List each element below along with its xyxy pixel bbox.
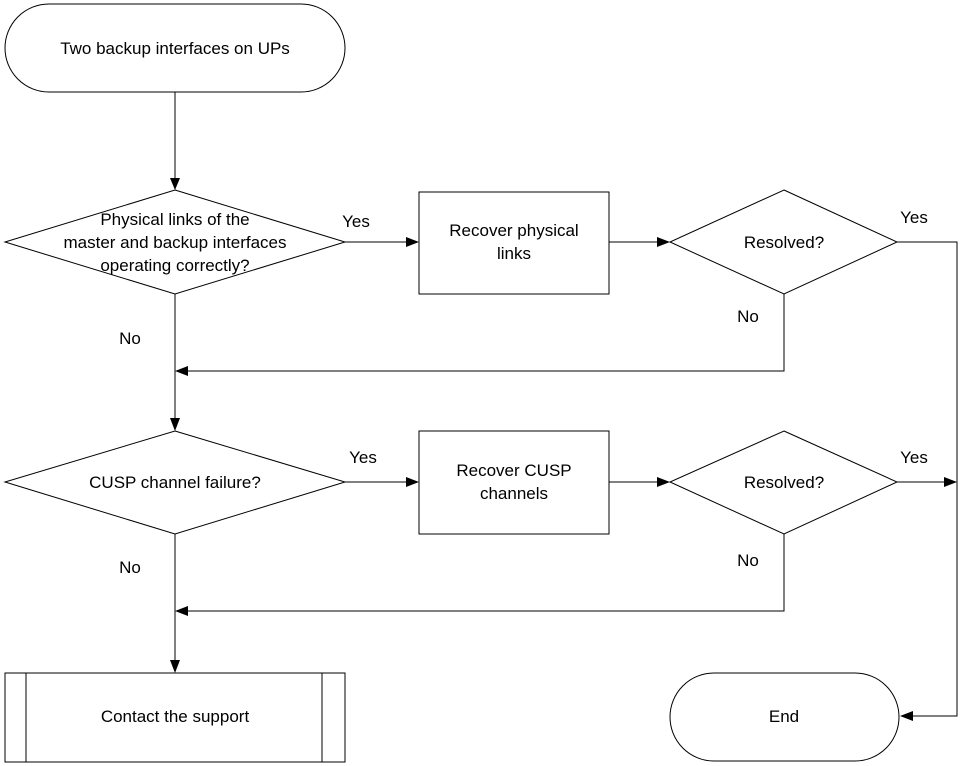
arrowhead	[170, 178, 180, 190]
arrowhead	[657, 237, 670, 247]
end-label: End	[769, 707, 799, 726]
arrowhead	[406, 237, 419, 247]
arrowhead	[170, 418, 180, 431]
decision-physical-line-1: Physical links of the	[100, 210, 249, 229]
cusp-yes-label: Yes	[349, 448, 377, 467]
resolved2-yes-label: Yes	[900, 448, 928, 467]
arrowhead	[900, 711, 913, 721]
decision-physical-links: Physical links of the master and backup …	[3, 189, 347, 295]
end-terminator: End	[669, 672, 900, 762]
decision-cusp-channel-failure: CUSP channel failure?	[3, 430, 347, 535]
process-recover-cusp-channels: Recover CUSP channels	[418, 430, 610, 535]
resolved2-no-label: No	[737, 551, 759, 570]
recover-cusp-line-2: channels	[480, 484, 548, 503]
arrowhead	[944, 477, 957, 487]
arrowhead	[170, 660, 180, 673]
contact-support-label: Contact the support	[101, 707, 250, 726]
physical-no-label: No	[119, 329, 141, 348]
process-recover-physical-links: Recover physical links	[418, 191, 610, 295]
arrowhead	[175, 606, 188, 616]
edge-resolved2-no	[188, 534, 785, 612]
recover-physical-line-1: Recover physical	[449, 221, 578, 240]
recover-physical-line-2: links	[497, 244, 531, 263]
arrowhead	[406, 477, 419, 487]
physical-yes-label: Yes	[342, 212, 370, 231]
resolved-1-label: Resolved?	[744, 233, 824, 252]
decision-resolved-2: Resolved?	[668, 430, 899, 535]
decision-cusp-label: CUSP channel failure?	[89, 473, 261, 492]
decision-physical-line-2: master and backup interfaces	[63, 233, 286, 252]
decision-resolved-1: Resolved?	[668, 189, 899, 295]
start-terminator: Two backup interfaces on UPs	[4, 3, 346, 93]
start-label: Two backup interfaces on UPs	[60, 39, 290, 58]
arrowhead	[175, 366, 188, 376]
decision-physical-line-3: operating correctly?	[100, 256, 249, 275]
cusp-no-label: No	[119, 558, 141, 577]
process-contact-support: Contact the support	[4, 672, 346, 763]
resolved-2-label: Resolved?	[744, 473, 824, 492]
recover-cusp-line-1: Recover CUSP	[456, 461, 571, 480]
resolved1-no-label: No	[737, 307, 759, 326]
resolved1-yes-label: Yes	[900, 208, 928, 227]
edge-resolved1-no	[188, 294, 785, 372]
edge-resolved1-yes	[897, 241, 958, 717]
arrowhead	[657, 477, 670, 487]
